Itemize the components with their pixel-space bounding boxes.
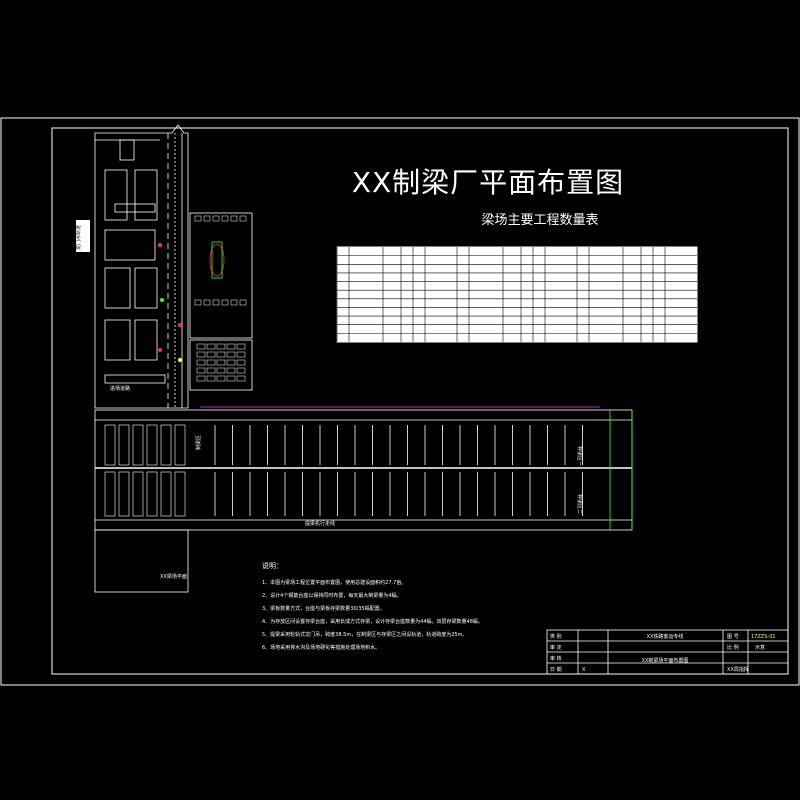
office-cell [206,375,216,382]
office-cell [203,299,211,306]
office-cell [230,299,238,306]
office-cell [221,299,229,306]
quantity-table [336,246,698,343]
tb-project: XX铁路客运专线 [647,633,684,640]
tb-no-label: 图 号 [727,634,739,640]
office-cell [226,367,236,374]
office-cell [226,343,236,350]
office-cell [216,375,226,382]
site-marker [158,243,162,247]
office-cell [236,359,246,366]
site-marker [160,298,164,302]
office-cell [206,367,216,374]
note-line-5: 5、提梁采用轮轨式龙门吊，跨度38.5m，在制梁区与存梁区之间设轨道，轨道跨度为… [262,631,467,638]
casting-slot [160,471,172,517]
office-cell [236,343,246,350]
office-cell [212,299,220,306]
office-cell [239,215,247,222]
office-cell [221,215,229,222]
main-yard [94,406,633,593]
casting-slot [174,471,186,517]
office-cell [236,367,246,374]
office-cell [236,351,246,358]
tb-row2-label: 审 定 [550,644,562,651]
casting-slot [118,424,130,466]
tb-row1-label: 类 别 [550,633,562,640]
site-marker [178,323,182,327]
yard-label-right-top: 存梁区一 [576,446,583,466]
office-cell [206,343,216,350]
plan-label: XX梁场平面 [160,573,187,580]
office-cells [194,215,247,382]
note-line-6: 6、场地采用排水沟及场地硬化等措施处理场地积水。 [262,644,380,651]
yard-slots [104,243,583,517]
casting-slot [104,424,116,466]
tb-row4-value: X [582,667,586,673]
inner-frame [51,127,789,675]
casting-slot [146,471,158,517]
notes-block: 说明： 1、本图为梁场工程位置平面布置图，使用总建设面积约27.7亩。 2、设计… [262,561,483,651]
yard-label-bottom: 提梁机行走线 [305,520,335,527]
tb-row4-label: 日 期 [550,667,562,673]
office-cell [216,367,226,374]
casting-slot [146,424,158,466]
note-line-3: 3、梁板数量方式，台座与梁板存梁数量30/35榀配置。 [262,605,385,612]
office-cell [226,359,236,366]
casting-slot [174,424,186,466]
side-label-box [76,220,90,252]
office-cell [206,359,216,366]
office-cell [206,351,216,358]
note-line-4: 4、为存放区间设置存梁台座，采用长成方式存梁，设计存梁台座数量为44榀，双层存梁… [262,618,483,625]
yard-label-right-bottom: 存梁区二 [576,494,583,514]
office-cell [196,367,206,374]
left-rail-label: 龙门吊轨道 [75,225,82,250]
office-cell [196,351,206,358]
left-site-strip [94,124,189,409]
office-cell [196,359,206,366]
tb-no-value: 17ZZS-01 [751,634,776,640]
office-cell [226,351,236,358]
note-line-2: 2、设计4个钢筋台座以保持同时布置，每天最大制梁量为4榀。 [262,592,402,599]
tb-ratio-value: 示意 [755,644,765,651]
tb-ratio-label: 比 例 [727,644,739,651]
site-marker [178,358,182,362]
office-cell [194,299,202,306]
office-cell [226,375,236,382]
tb-row3-label: 审 核 [550,655,562,662]
office-cell [216,351,226,358]
tb-unit: XX局指挥 [727,666,749,673]
title-block [546,629,789,675]
office-cell [194,215,202,222]
office-cell [196,375,206,382]
office-cell [239,299,247,306]
note-line-1: 1、本图为梁场工程位置平面布置图，使用总建设面积约27.7亩。 [262,579,406,586]
office-cell [216,343,226,350]
office-cell [230,215,238,222]
tb-drawing-name: XX制梁场平面布置图 [642,657,689,664]
casting-slot [160,424,172,466]
notes-heading: 说明： [262,561,283,570]
office-cell [203,215,211,222]
casting-slot [132,424,144,466]
office-cell [216,359,226,366]
office-block [189,212,253,391]
casting-slot [104,471,116,517]
drawing-title: XX制梁厂平面布置图 [352,166,624,199]
office-cell [196,343,206,350]
casting-slot [118,471,130,517]
office-cell [212,215,220,222]
office-cell [236,375,246,382]
outer-frame [0,117,800,686]
casting-slot [132,471,144,517]
road-label: 进场道路 [110,385,130,392]
table-title: 梁场主要工程数量表 [481,213,598,228]
site-marker [158,348,162,352]
yard-label-left-top: 制梁区 [195,435,202,450]
